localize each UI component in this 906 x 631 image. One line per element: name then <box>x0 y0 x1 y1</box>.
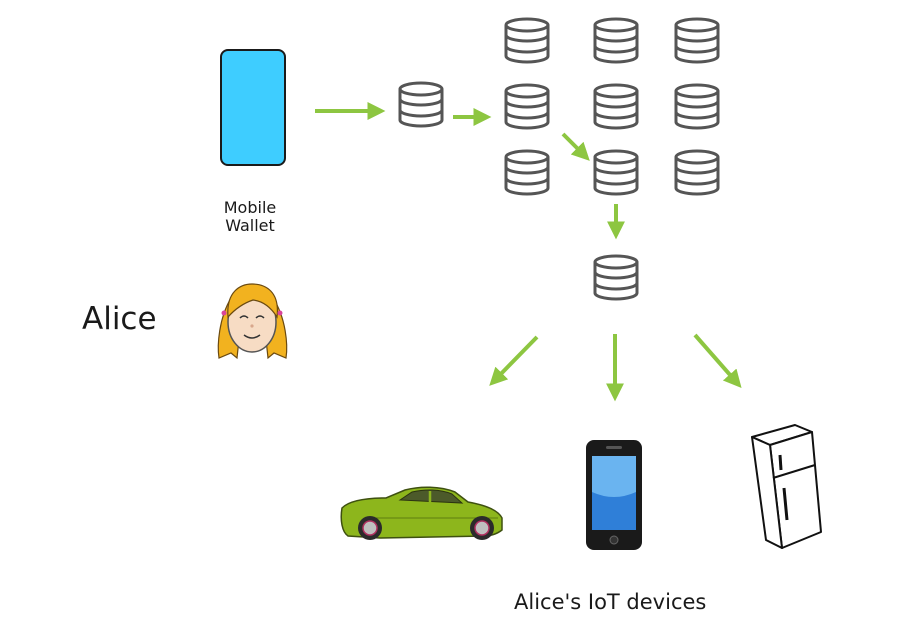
mobile-wallet-icon <box>220 49 286 166</box>
refrigerator-icon <box>751 424 822 549</box>
database-icon <box>674 149 720 196</box>
database-icon <box>593 83 639 130</box>
person-name: Alice <box>82 301 157 337</box>
arrow-relay-to-fridge <box>693 333 742 389</box>
devices-caption: Alice's IoT devices <box>514 590 707 614</box>
database-icon <box>504 17 550 64</box>
database-icon-entry <box>398 81 444 128</box>
wallet-label-line2: Wallet <box>225 216 275 235</box>
database-icon <box>504 83 550 130</box>
database-icon <box>593 17 639 64</box>
smartphone-icon <box>586 440 642 550</box>
car-icon <box>340 486 503 540</box>
wallet-label: Mobile Wallet <box>200 199 300 235</box>
arrow-network-internal <box>561 132 590 161</box>
database-icon-relay <box>593 254 639 301</box>
database-icon <box>674 83 720 130</box>
alice-avatar-icon <box>217 283 288 360</box>
database-icon <box>674 17 720 64</box>
wallet-label-line1: Mobile <box>223 198 277 217</box>
arrow-relay-to-car <box>489 335 539 386</box>
database-icon <box>504 149 550 196</box>
database-icon <box>593 149 639 196</box>
